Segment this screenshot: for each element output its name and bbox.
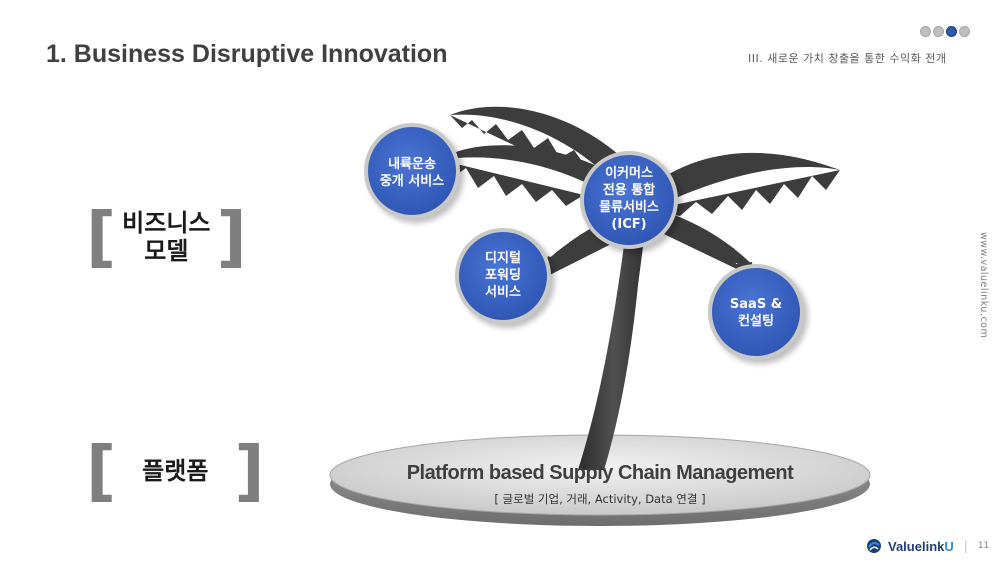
section-subtitle: III. 새로운 가치 창출을 통한 수익화 전개: [748, 52, 947, 65]
business-model-label: [ 비즈니스 모델 ]: [86, 204, 247, 270]
service-circles: [364, 123, 808, 364]
circle-digital: [455, 228, 551, 324]
page-dot: [959, 26, 970, 37]
valuelink-logo-icon: [867, 539, 881, 553]
page-dot: [920, 26, 931, 37]
palm-trunk: [578, 200, 648, 470]
page-number: 11: [977, 541, 990, 551]
platform-label: [ 플랫폼 ]: [86, 438, 265, 504]
business-model-line-1: 비즈니스: [122, 209, 211, 237]
right-bracket: ]: [216, 198, 247, 275]
page-dot: [933, 26, 944, 37]
valuelink-logo-text: ValuelinkU: [888, 538, 954, 554]
platform-subtitle: [ 글로벌 기업, 거래, Activity, Data 연결 ]: [494, 492, 706, 506]
page-title: 1. Business Disruptive Innovation: [46, 40, 448, 68]
service-saas-text: SaaS & 컨설팅: [729, 297, 783, 329]
business-model-line-2: 모델: [144, 237, 189, 265]
circle-saas: [708, 264, 804, 360]
platform-label-text: 플랫폼: [142, 457, 209, 485]
circle-icf: [580, 151, 678, 249]
left-bracket: [: [86, 432, 117, 509]
footer-separator: |: [963, 539, 968, 553]
website-url: www.valuelinku.com: [978, 232, 989, 339]
right-bracket: ]: [234, 432, 265, 509]
service-icf-text: 이커머스 전용 통합 물류서비스 (ICF): [599, 166, 659, 232]
footer: ValuelinkU | 11: [866, 538, 989, 554]
page-dot-active: [946, 26, 957, 37]
platform-disc: [329, 434, 871, 526]
platform-title: Platform based Supply Chain Management: [406, 462, 794, 484]
service-inland-text: 내륙운송 중개 서비스: [379, 157, 445, 189]
service-digital-text: 디지털 포워딩 서비스: [485, 251, 521, 300]
circle-inland: [364, 123, 460, 219]
page-indicator: [920, 26, 970, 37]
left-bracket: [: [86, 198, 117, 275]
